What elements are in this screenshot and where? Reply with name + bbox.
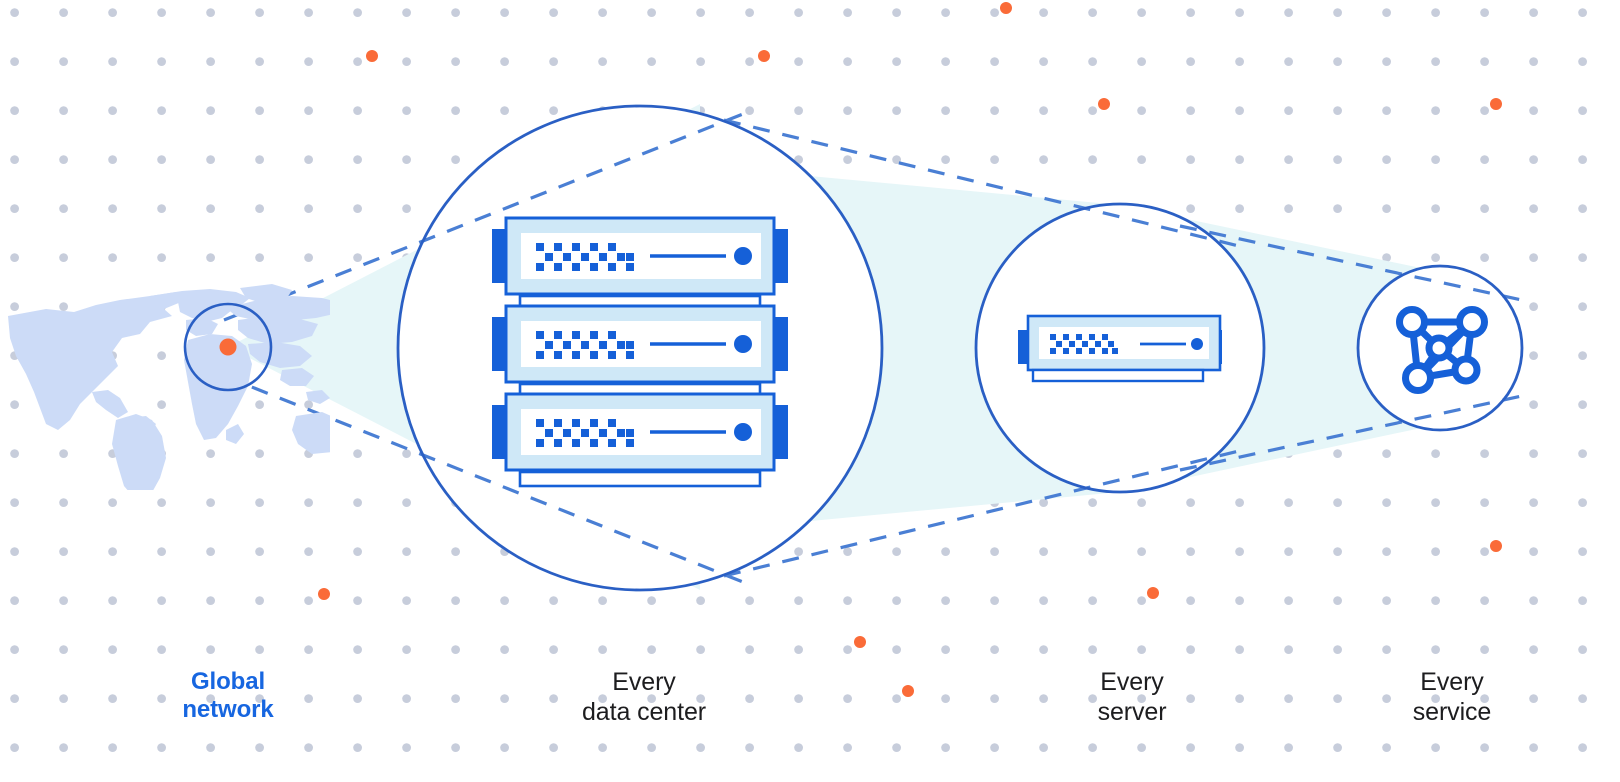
stage-server [974,202,1266,494]
rack-unit [492,216,788,296]
rack-unit [492,392,788,472]
server-rack-icon [492,216,788,488]
orange-location-dot [219,338,237,356]
accent-dot [1147,587,1159,599]
rack-unit [492,304,788,384]
data-center-circle [396,104,884,592]
accent-dot-group [318,2,1502,697]
accent-dot [366,50,378,62]
accent-dot [1490,98,1502,110]
single-server-icon [1018,314,1222,383]
cone-dashed-guides [223,110,1523,586]
stage-label-server: Every server [1097,668,1167,726]
region-highlight-circle [183,302,273,392]
accent-dot [902,685,914,697]
service-circle [1356,264,1524,432]
stage-label-service: Every service [1412,668,1492,726]
accent-dot [758,50,770,62]
accent-dot [1098,98,1110,110]
stage-label-global-network: Global network [182,668,274,724]
server-circle [974,202,1266,494]
accent-dot [854,636,866,648]
accent-dot [318,588,330,600]
world-map-icon [8,284,330,490]
stage-service [1356,264,1524,432]
stage-data-center [396,104,884,592]
accent-dot [1490,540,1502,552]
network-graph-nodes [1396,306,1488,394]
stage-label-data-center: Every data center [582,668,706,726]
accent-dot [1000,2,1012,14]
stage-global-network [8,284,330,490]
